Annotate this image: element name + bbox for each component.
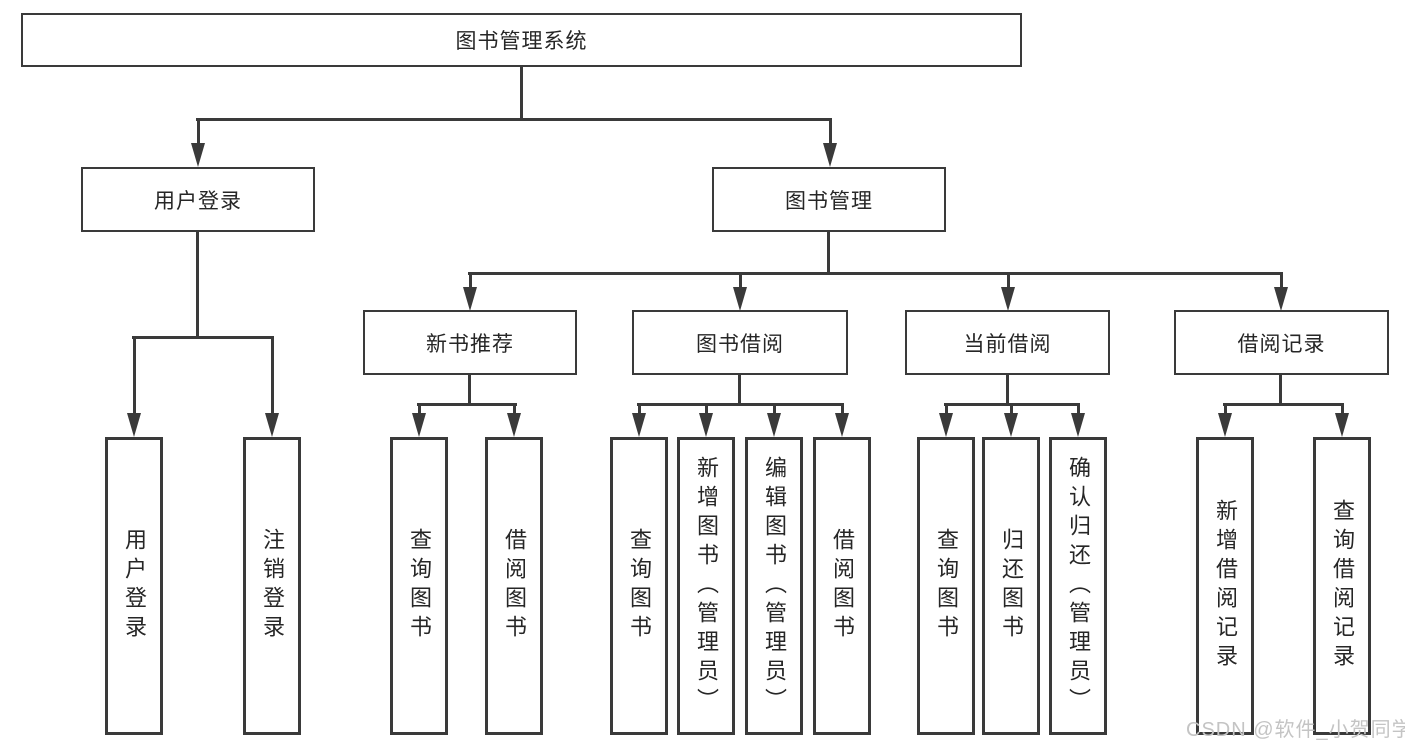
arrow-to-query-books-3 xyxy=(939,405,953,437)
node-borrowing-records-label: 借阅记录 xyxy=(1237,332,1326,356)
connector-current-borrow-stub xyxy=(1006,374,1009,406)
node-book-management-label: 图书管理 xyxy=(785,189,873,213)
node-borrowing-records: 借阅记录 xyxy=(1174,310,1389,375)
connector-current-borrow-hline xyxy=(944,403,1080,406)
connector-book-borrow-hline xyxy=(637,403,844,406)
node-library-system: 图书管理系统 xyxy=(21,13,1022,67)
leaf-query-books-2-label: 查询图书 xyxy=(627,528,652,644)
leaf-borrow-books-1: 借阅图书 xyxy=(485,437,543,735)
arrow-to-query-books-1 xyxy=(412,405,426,437)
arrow-to-query-borrow-record xyxy=(1335,405,1349,437)
leaf-add-borrow-record-label: 新增借阅记录 xyxy=(1213,499,1238,673)
arrow-to-book-management xyxy=(823,118,837,167)
arrow-to-leaf-logout xyxy=(265,336,279,437)
leaf-return-books-label: 归还图书 xyxy=(999,528,1024,644)
node-current-borrowing: 当前借阅 xyxy=(905,310,1110,375)
leaf-query-books-3: 查询图书 xyxy=(917,437,975,735)
arrow-to-add-borrow-record xyxy=(1218,405,1232,437)
node-book-borrowing-label: 图书借阅 xyxy=(696,332,784,356)
node-new-book-recommend-label: 新书推荐 xyxy=(426,332,514,356)
arrow-to-leaf-user-login xyxy=(127,336,141,437)
arrow-to-return-books xyxy=(1004,405,1018,437)
connector-book-borrow-stub xyxy=(738,374,741,406)
leaf-logout-label: 注销登录 xyxy=(260,528,285,644)
connector-root-hline xyxy=(196,118,832,121)
leaf-confirm-return-admin-label: 确认归还（管理员） xyxy=(1066,455,1091,717)
connector-user-login-stub xyxy=(196,231,199,337)
connector-new-book-stub xyxy=(468,374,471,406)
leaf-query-books-1: 查询图书 xyxy=(390,437,448,735)
node-user-login-label: 用户登录 xyxy=(154,189,242,213)
connector-root-stub xyxy=(520,67,523,119)
node-user-login: 用户登录 xyxy=(81,167,315,232)
leaf-logout: 注销登录 xyxy=(243,437,301,735)
leaf-edit-books-admin-label: 编辑图书（管理员） xyxy=(762,455,787,717)
leaf-query-borrow-record-label: 查询借阅记录 xyxy=(1330,499,1355,673)
leaf-query-books-1-label: 查询图书 xyxy=(407,528,432,644)
leaf-add-books-admin-label: 新增图书（管理员） xyxy=(694,455,719,717)
leaf-borrow-books-2: 借阅图书 xyxy=(813,437,871,735)
arrow-to-book-borrowing xyxy=(733,272,747,311)
connector-new-book-hline xyxy=(417,403,517,406)
connector-user-login-hline xyxy=(132,336,274,339)
node-current-borrowing-label: 当前借阅 xyxy=(963,332,1052,356)
arrow-to-edit-books-admin xyxy=(767,405,781,437)
arrow-to-current-borrowing xyxy=(1001,272,1015,311)
connector-book-mgmt-stub xyxy=(827,231,830,273)
connector-borrow-records-stub xyxy=(1279,374,1282,406)
leaf-query-books-3-label: 查询图书 xyxy=(934,528,959,644)
leaf-confirm-return-admin: 确认归还（管理员） xyxy=(1049,437,1107,735)
leaf-user-login: 用户登录 xyxy=(105,437,163,735)
connector-borrow-records-hline xyxy=(1223,403,1344,406)
leaf-borrow-books-2-label: 借阅图书 xyxy=(830,528,855,644)
node-book-borrowing: 图书借阅 xyxy=(632,310,848,375)
connector-book-mgmt-hline xyxy=(468,272,1283,275)
leaf-query-borrow-record: 查询借阅记录 xyxy=(1313,437,1371,735)
leaf-add-books-admin: 新增图书（管理员） xyxy=(677,437,735,735)
leaf-borrow-books-1-label: 借阅图书 xyxy=(502,528,527,644)
node-library-system-label: 图书管理系统 xyxy=(455,30,588,53)
node-new-book-recommend: 新书推荐 xyxy=(363,310,577,375)
leaf-user-login-label: 用户登录 xyxy=(122,528,147,644)
arrow-to-user-login xyxy=(191,118,205,167)
arrow-to-borrow-books-2 xyxy=(835,405,849,437)
arrow-to-query-books-2 xyxy=(632,405,646,437)
arrow-to-add-books-admin xyxy=(699,405,713,437)
arrow-to-new-book-recommend xyxy=(463,272,477,311)
arrow-to-borrowing-records xyxy=(1274,272,1288,311)
csdn-watermark: CSDN @软件_小贺同学 xyxy=(1186,719,1405,741)
node-book-management: 图书管理 xyxy=(712,167,946,232)
leaf-add-borrow-record: 新增借阅记录 xyxy=(1196,437,1254,735)
arrow-to-confirm-return-admin xyxy=(1071,405,1085,437)
leaf-query-books-2: 查询图书 xyxy=(610,437,668,735)
leaf-edit-books-admin: 编辑图书（管理员） xyxy=(745,437,803,735)
leaf-return-books: 归还图书 xyxy=(982,437,1040,735)
arrow-to-borrow-books-1 xyxy=(507,405,521,437)
